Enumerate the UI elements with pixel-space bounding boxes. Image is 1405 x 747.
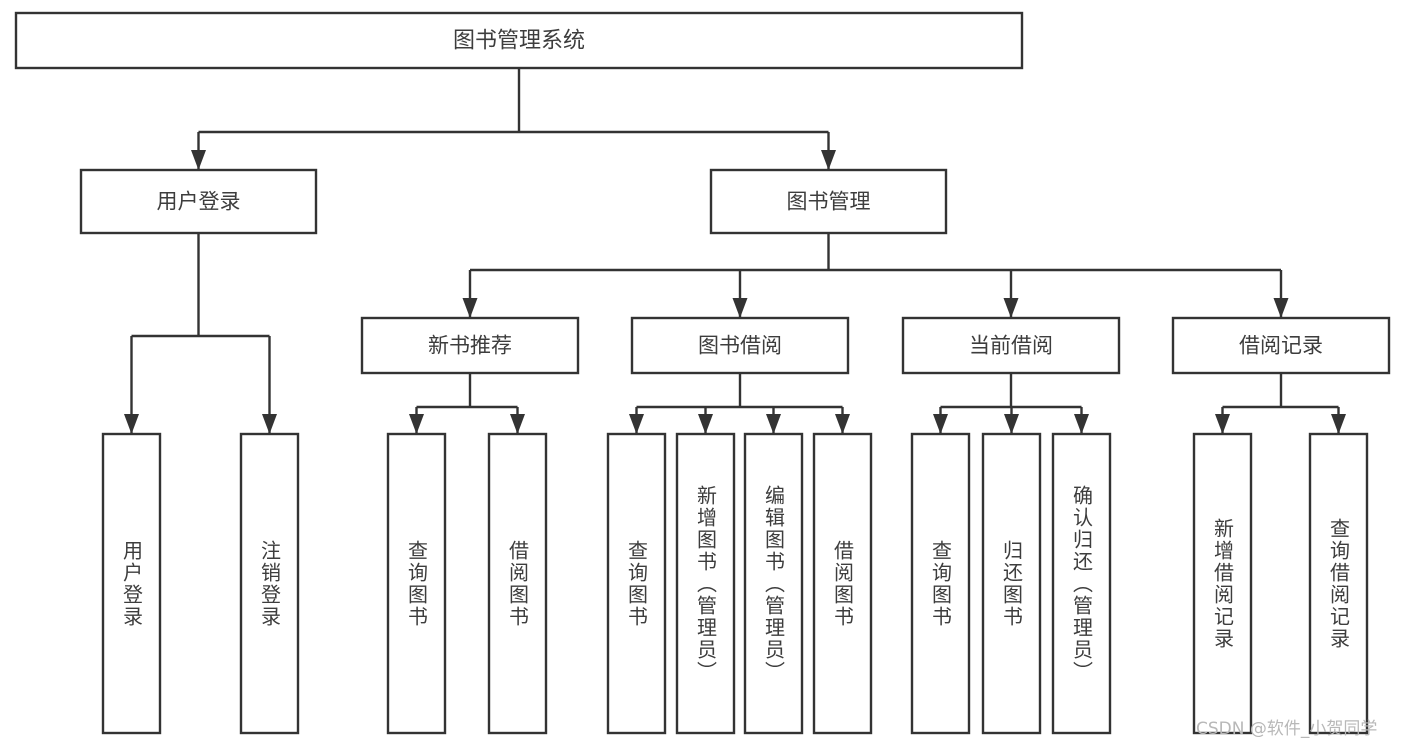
arrow-down-icon [1215, 414, 1230, 434]
arrow-down-icon [821, 150, 836, 170]
arrow-down-icon [191, 150, 206, 170]
node-label: 新书推荐 [428, 334, 512, 358]
node-label: 当前借阅 [969, 334, 1053, 358]
arrow-down-icon [1004, 414, 1019, 434]
arrow-down-icon [124, 414, 139, 434]
arrow-down-icon [510, 414, 525, 434]
node-level2-1[interactable]: 图书管理 [709, 168, 948, 235]
node-label: 图书管理 [787, 190, 871, 214]
leaf-box-0 [101, 432, 162, 735]
arrow-down-icon [1331, 414, 1346, 434]
leaf-box-8 [910, 432, 971, 735]
arrow-down-icon [462, 298, 478, 318]
arrow-down-icon [1003, 298, 1019, 318]
node-box-rect [14, 11, 1024, 70]
node-box-rect [79, 168, 318, 235]
leaf-box-2 [386, 432, 447, 735]
leaf-box-7 [812, 432, 873, 735]
node-level3-2[interactable]: 当前借阅 [901, 316, 1121, 375]
node-box-rect [901, 316, 1121, 375]
arrow-down-icon [1074, 414, 1089, 434]
arrow-down-icon [933, 414, 948, 434]
node-label: 图书借阅 [698, 334, 782, 358]
node-level3-1[interactable]: 图书借阅 [630, 316, 850, 375]
leaf-box-9 [981, 432, 1042, 735]
node-root-book-management-system[interactable]: 图书管理系统 [14, 11, 1024, 70]
node-box-rect [709, 168, 948, 235]
node-level3-0[interactable]: 新书推荐 [360, 316, 580, 375]
leaf-box-5 [675, 432, 736, 735]
node-box-rect [630, 316, 850, 375]
arrow-down-icon [835, 414, 850, 434]
leaf-box-10 [1051, 432, 1112, 735]
leaf-box-6 [743, 432, 804, 735]
node-box-rect [1171, 316, 1391, 375]
arrow-down-icon [1273, 298, 1289, 318]
arrow-down-icon [262, 414, 277, 434]
connectors-layer [124, 68, 1346, 434]
arrow-down-icon [698, 414, 713, 434]
arrow-down-icon [629, 414, 644, 434]
node-level3-3[interactable]: 借阅记录 [1171, 316, 1391, 375]
leaf-box-12 [1308, 432, 1369, 735]
leaf-box-11 [1192, 432, 1253, 735]
leaf-box-1 [239, 432, 300, 735]
arrow-down-icon [409, 414, 424, 434]
arrow-down-icon [732, 298, 748, 318]
node-label: 用户登录 [157, 190, 241, 214]
node-label: 借阅记录 [1239, 334, 1323, 358]
leaf-box-3 [487, 432, 548, 735]
node-label: 图书管理系统 [453, 29, 585, 54]
node-box-rect [360, 316, 580, 375]
arrow-down-icon [766, 414, 781, 434]
leaf-box-4 [606, 432, 667, 735]
node-level2-0[interactable]: 用户登录 [79, 168, 318, 235]
